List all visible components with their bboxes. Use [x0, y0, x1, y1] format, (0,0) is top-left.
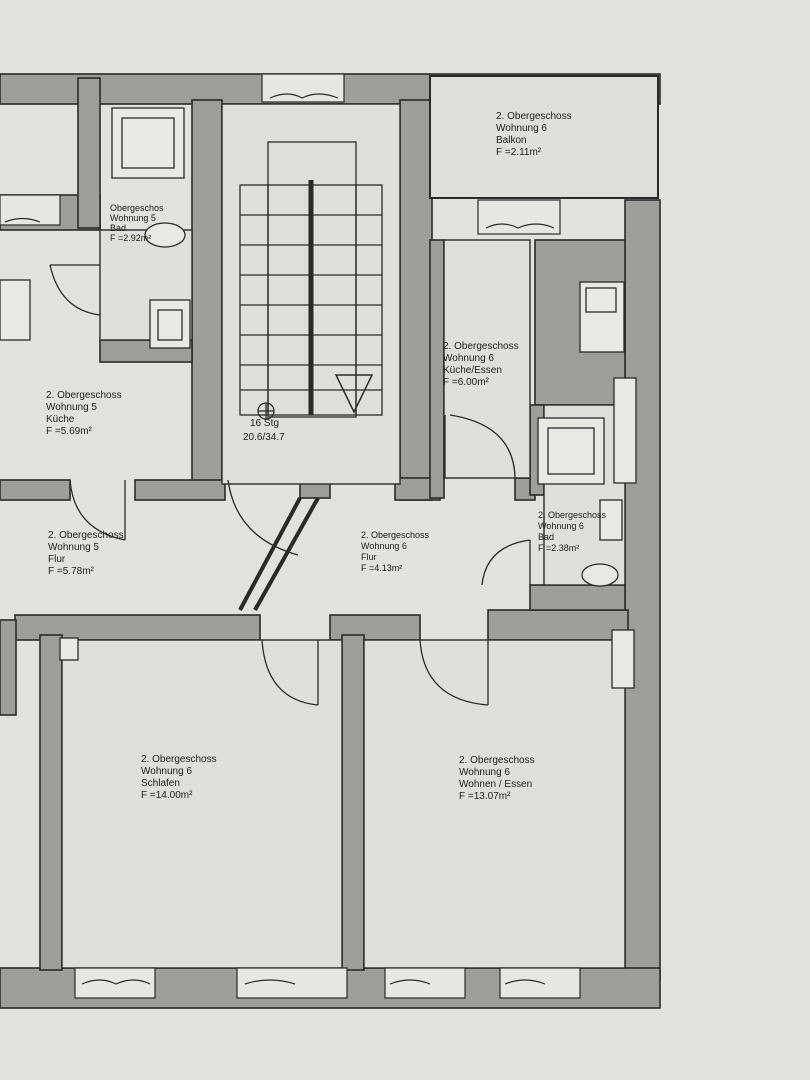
room-unit: Wohnung 6 — [496, 123, 547, 134]
room-fills — [61, 103, 626, 969]
room-label-bad5: Obergeschos Wohnung 5 Bad F =2.92m² — [110, 203, 164, 243]
room-floor: 2. Obergeschoss — [141, 754, 217, 765]
room-name: Flur — [48, 554, 66, 565]
room-label-flur5: 2. Obergeschoss Wohnung 5 Flur F =5.78m² — [48, 530, 124, 578]
room-label-schlafen: 2. Obergeschoss Wohnung 6 Schlafen F =14… — [141, 754, 217, 802]
room-name: Bad — [110, 223, 127, 233]
door-swings — [49, 264, 531, 706]
room-name: Wohnen / Essen — [459, 779, 533, 790]
window-sashes — [4, 93, 555, 985]
room-area: F =6.00m² — [443, 377, 489, 388]
room-unit: Wohnung 6 — [538, 521, 584, 531]
room-unit: Wohnung 6 — [443, 353, 494, 364]
room-label-bad6: 2. Obergeschoss Wohnung 6 Bad F =2.38m² — [538, 510, 606, 554]
room-unit: Wohnung 5 — [48, 542, 99, 553]
room-name: Küche/Essen — [443, 365, 502, 376]
room-label-kueche6: 2. Obergeschoss Wohnung 6 Küche/Essen F … — [443, 341, 519, 389]
room-name: Küche — [46, 414, 75, 425]
room-unit: Wohnung 6 — [361, 541, 407, 551]
stair-dims-label: 20.6/34.7 — [243, 432, 285, 443]
room-name: Bad — [538, 532, 555, 542]
room-floor: 2. Obergeschoss — [496, 111, 572, 122]
room-floor: 2. Obergeschoss — [538, 510, 607, 520]
room-area: F =13.07m² — [459, 791, 511, 802]
room-name: Flur — [361, 552, 377, 562]
room-floor: 2. Obergeschoss — [48, 530, 124, 541]
room-area: F =5.78m² — [48, 566, 94, 577]
room-floor: 2. Obergeschoss — [46, 390, 122, 401]
fixtures — [0, 107, 637, 689]
room-label-kueche5: 2. Obergeschoss Wohnung 5 Küche F =5.69m… — [46, 390, 122, 438]
room-area: F =2.38m² — [538, 543, 580, 553]
room-area: F =14.00m² — [141, 790, 193, 801]
room-area: F =5.69m² — [46, 426, 92, 437]
room-label-balkon: 2. Obergeschoss Wohnung 6 Balkon F =2.11… — [496, 111, 572, 159]
room-unit: Wohnung 6 — [459, 767, 510, 778]
stair — [239, 141, 383, 420]
room-floor: 2. Obergeschoss — [443, 341, 519, 352]
room-name: Balkon — [496, 135, 527, 146]
room-unit: Wohnung 5 — [46, 402, 97, 413]
room-label-wohnen: 2. Obergeschoss Wohnung 6 Wohnen / Essen… — [459, 755, 535, 803]
room-unit: Wohnung 6 — [141, 766, 192, 777]
room-name: Schlafen — [141, 778, 180, 789]
room-unit: Wohnung 5 — [110, 213, 156, 223]
room-area: F =4.13m² — [361, 563, 403, 573]
room-area: F =2.92m² — [110, 233, 152, 243]
room-floor: 2. Obergeschoss — [459, 755, 535, 766]
room-floor: 2. Obergeschoss — [361, 530, 430, 540]
stair-steps-label: 16 Stg — [250, 418, 279, 429]
room-area: F =2.11m² — [496, 147, 542, 158]
room-floor: Obergeschos — [110, 203, 164, 213]
balcony-outline — [429, 75, 659, 199]
room-label-flur6: 2. Obergeschoss Wohnung 6 Flur F =4.13m² — [361, 530, 429, 574]
